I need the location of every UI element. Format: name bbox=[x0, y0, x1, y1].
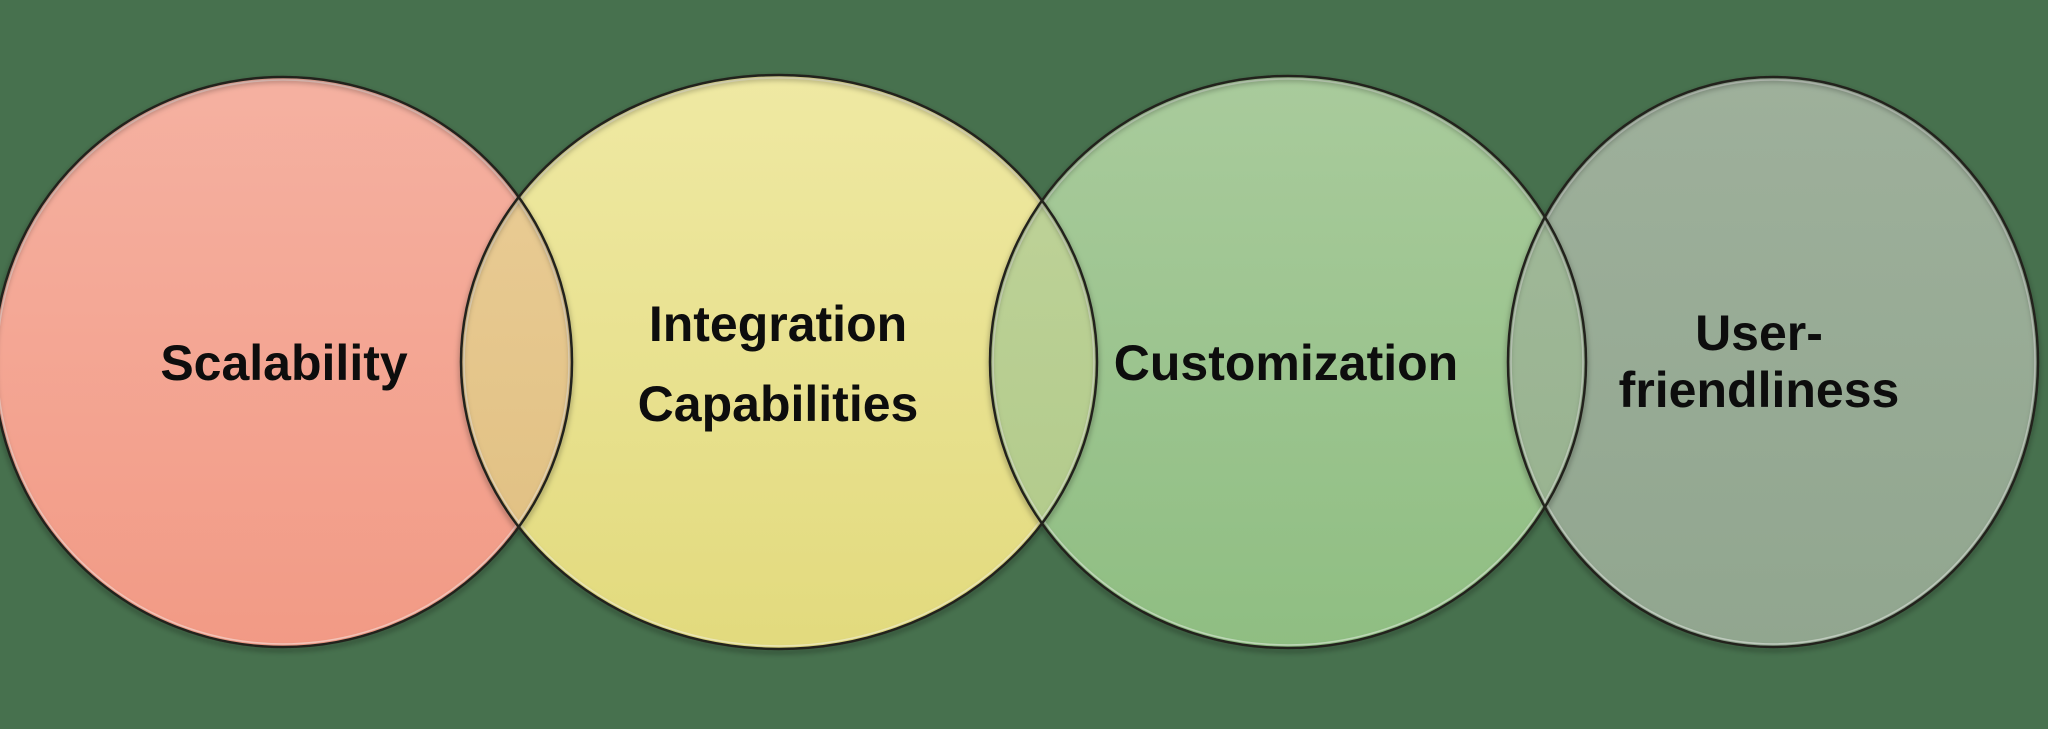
label-line: Scalability bbox=[160, 335, 408, 391]
label-line: Capabilities bbox=[637, 376, 919, 432]
circle-scalability-outline bbox=[0, 75, 574, 649]
label-line: friendliness bbox=[1618, 362, 1900, 418]
circle-label-customization: Customization bbox=[1114, 337, 1458, 389]
circle-outlines bbox=[0, 73, 2040, 651]
circle-label-integration-capabilities: Integration Capabilities bbox=[638, 284, 919, 444]
circle-integration-capabilities-outline bbox=[459, 73, 1099, 651]
circle-customization-outline bbox=[988, 74, 1588, 650]
circle-integration-capabilities-shape bbox=[461, 75, 1097, 649]
circle-scalability-shape bbox=[0, 77, 572, 647]
circle-user-friendliness-outline bbox=[1506, 75, 2040, 649]
circle-fills bbox=[0, 75, 2038, 649]
label-line: User- bbox=[1695, 305, 1823, 361]
circle-inner-highlights bbox=[0, 77, 2036, 647]
circle-user-friendliness-shape bbox=[1508, 77, 2038, 647]
label-line: Integration bbox=[648, 296, 908, 352]
label-line: Customization bbox=[1113, 335, 1459, 391]
circle-label-user-friendliness: User- friendliness bbox=[1619, 305, 1900, 419]
circle-customization-shape bbox=[990, 76, 1586, 648]
circle-label-scalability: Scalability bbox=[160, 337, 407, 389]
